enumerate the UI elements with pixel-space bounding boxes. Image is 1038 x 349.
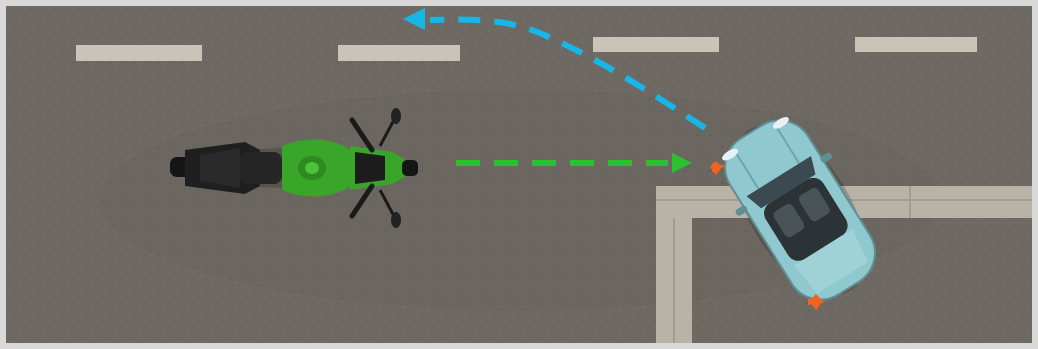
lane-dash bbox=[76, 45, 202, 61]
lane-dash bbox=[338, 45, 460, 61]
lane-dash bbox=[593, 37, 719, 52]
lane-dash bbox=[855, 37, 977, 52]
